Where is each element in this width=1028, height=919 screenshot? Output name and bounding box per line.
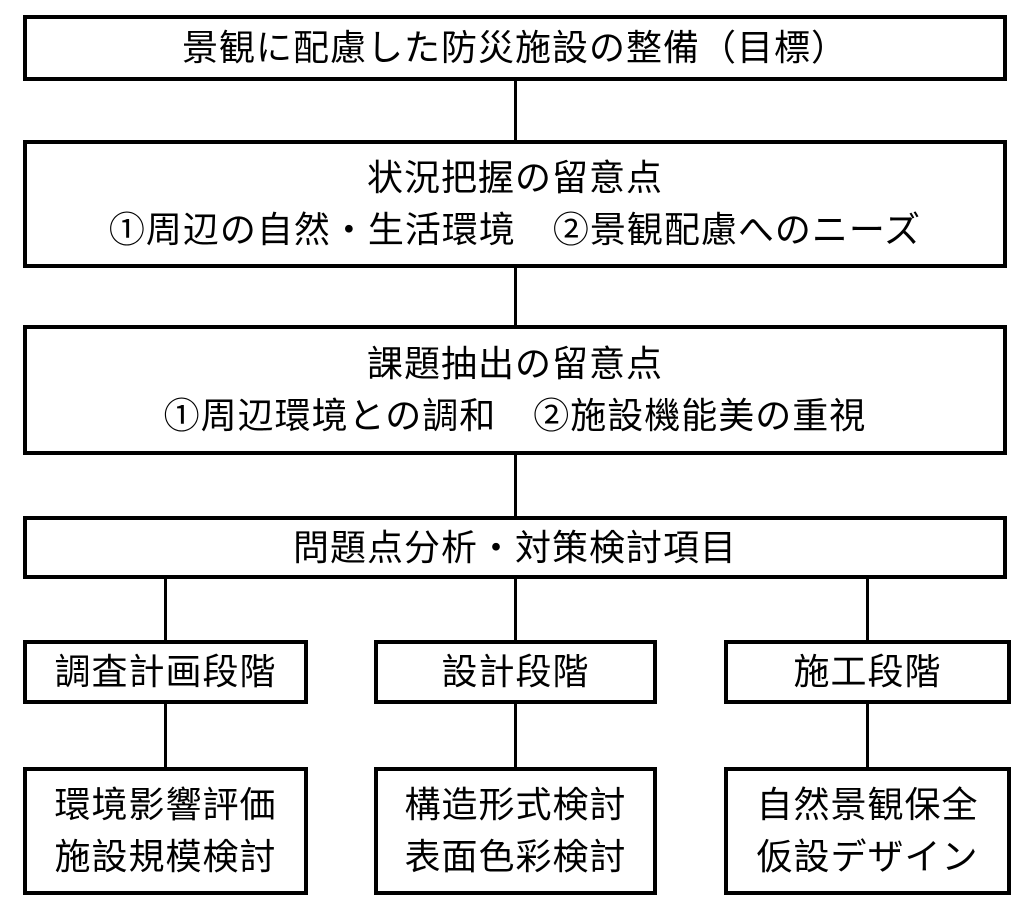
connector-design-stage-to-details [514,704,517,767]
stage-label: 施工段階 [793,651,942,692]
analysis-title: 問題点分析・対策検討項目 [292,526,737,568]
detail-box-construction: 自然景観保全 仮設デザイン [724,767,1011,895]
goal-box: 景観に配慮した防災施設の整備（目標） [23,15,1007,81]
issues-title: 課題抽出の留意点 [366,342,663,384]
connector-analysis-to-construction-stage [866,579,869,640]
analysis-box: 問題点分析・対策検討項目 [23,516,1007,579]
detail-item: 構造形式検討 [404,784,627,825]
issues-box: 課題抽出の留意点 ①周辺環境との調和 ②施設機能美の重視 [23,325,1007,455]
situation-box: 状況把握の留意点 ①周辺の自然・生活環境 ②景観配慮へのニーズ [23,140,1007,268]
stage-label: 設計段階 [441,651,590,692]
detail-box-design: 構造形式検討 表面色彩検討 [374,767,657,895]
situation-items: ①周辺の自然・生活環境 ②景観配慮へのニーズ [108,209,922,250]
detail-box-survey-planning: 環境影響評価 施設規模検討 [23,767,308,895]
situation-title: 状況把握の留意点 [366,157,663,198]
connector-construction-stage-to-details [866,704,869,767]
connector-survey-stage-to-details [164,704,167,767]
detail-item: 表面色彩検討 [404,836,627,877]
detail-item: 環境影響評価 [54,784,277,825]
connector-goal-to-situation [514,81,517,140]
stage-label: 調査計画段階 [54,651,277,692]
issues-items: ①周辺環境との調和 ②施設機能美の重視 [163,395,867,437]
connector-issues-to-analysis [514,455,517,516]
detail-item: 仮設デザイン [756,836,979,877]
connector-analysis-to-design-stage [514,579,517,640]
connector-analysis-to-survey-stage [164,579,167,640]
stage-box-design: 設計段階 [374,640,657,704]
detail-item: 自然景観保全 [756,784,979,825]
stage-box-survey-planning: 調査計画段階 [23,640,308,704]
connector-situation-to-issues [514,268,517,325]
detail-item: 施設規模検討 [54,836,277,877]
goal-title: 景観に配慮した防災施設の整備（目標） [181,27,848,68]
stage-box-construction: 施工段階 [724,640,1011,704]
